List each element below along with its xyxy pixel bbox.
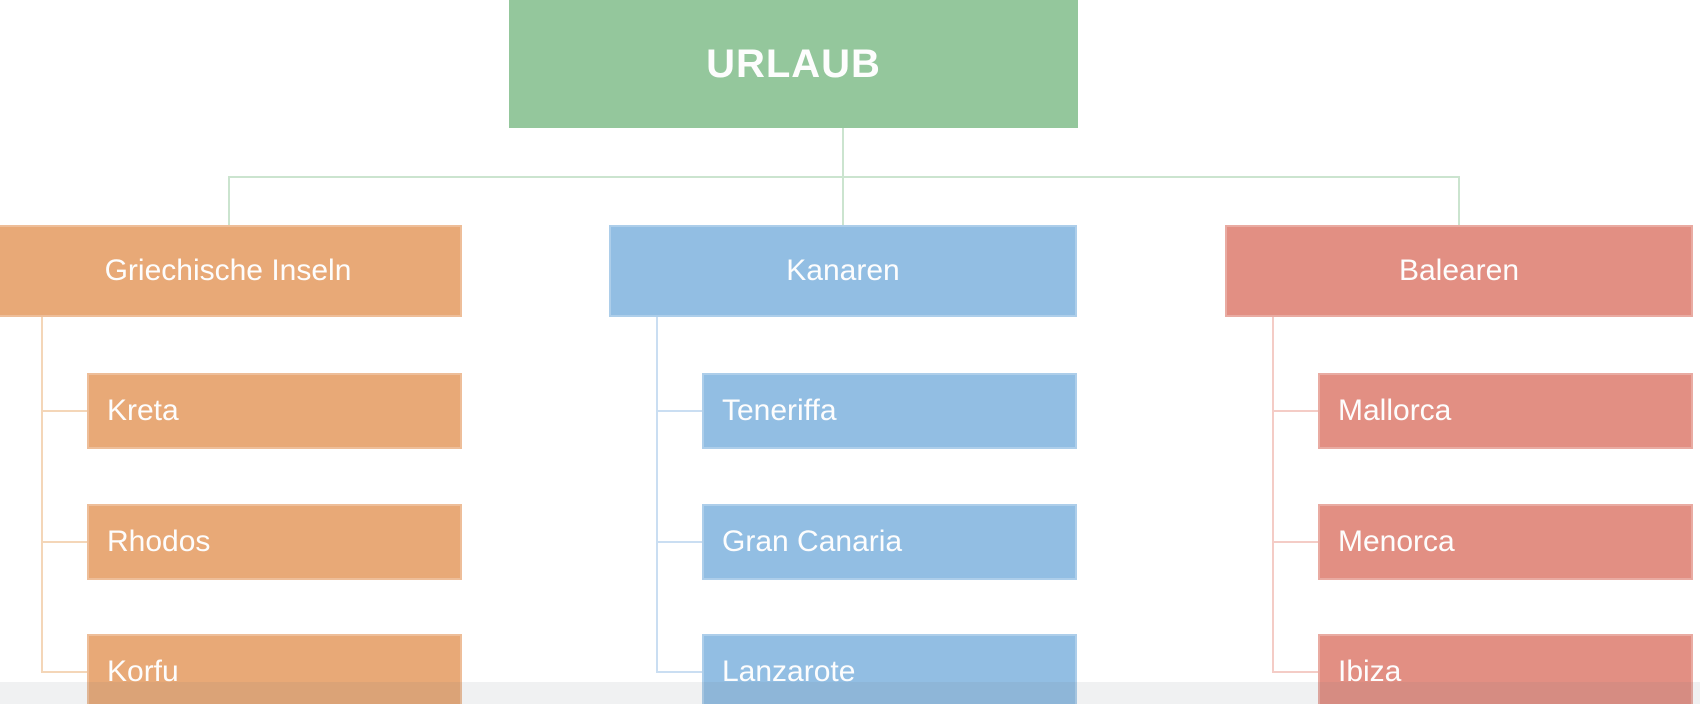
node-label: Griechische Inseln xyxy=(104,254,352,287)
node-label: Mallorca xyxy=(1338,394,1452,427)
node-label: Teneriffa xyxy=(722,394,837,427)
connector-root-drop xyxy=(842,128,844,176)
child-stub-line xyxy=(1272,410,1318,412)
node-kreta[interactable]: Kreta xyxy=(87,373,462,449)
child-stub-line xyxy=(41,410,87,412)
child-stub-line xyxy=(656,671,702,673)
node-ibiza[interactable]: Ibiza xyxy=(1318,634,1693,704)
child-stub-line xyxy=(1272,671,1318,673)
node-mallorca[interactable]: Mallorca xyxy=(1318,373,1693,449)
node-label: Rhodos xyxy=(107,525,211,558)
branch-drop-line xyxy=(656,317,658,673)
node-label: Menorca xyxy=(1338,525,1455,558)
node-label: Korfu xyxy=(107,655,179,688)
node-rhodos[interactable]: Rhodos xyxy=(87,504,462,580)
branch-drop-line xyxy=(1272,317,1274,673)
node-teneriffa[interactable]: Teneriffa xyxy=(702,373,1077,449)
node-label: Kreta xyxy=(107,394,179,427)
child-stub-line xyxy=(41,541,87,543)
child-stub-line xyxy=(656,410,702,412)
node-label: URLAUB xyxy=(706,41,881,86)
connector-root-bus xyxy=(228,176,1460,178)
node-branch-balearen[interactable]: Balearen xyxy=(1225,225,1693,317)
node-gran-canaria[interactable]: Gran Canaria xyxy=(702,504,1077,580)
node-label: Balearen xyxy=(1398,254,1520,287)
node-branch-kanaren[interactable]: Kanaren xyxy=(609,225,1077,317)
connector-drop-kanaren xyxy=(842,176,844,225)
node-label: Ibiza xyxy=(1338,655,1402,688)
node-label: Lanzarote xyxy=(722,655,856,688)
node-label: Kanaren xyxy=(786,254,900,287)
child-stub-line xyxy=(656,541,702,543)
node-korfu[interactable]: Korfu xyxy=(87,634,462,704)
branch-drop-line xyxy=(41,317,43,673)
node-branch-griechische-inseln[interactable]: Griechische Inseln xyxy=(0,225,462,317)
node-lanzarote[interactable]: Lanzarote xyxy=(702,634,1077,704)
node-menorca[interactable]: Menorca xyxy=(1318,504,1693,580)
connector-drop-griechische xyxy=(228,176,230,225)
node-urlaub[interactable]: URLAUB xyxy=(509,0,1078,128)
child-stub-line xyxy=(1272,541,1318,543)
node-label: Gran Canaria xyxy=(722,525,903,558)
connector-drop-balearen xyxy=(1458,176,1460,225)
bottom-strip xyxy=(0,682,1700,704)
child-stub-line xyxy=(41,671,87,673)
